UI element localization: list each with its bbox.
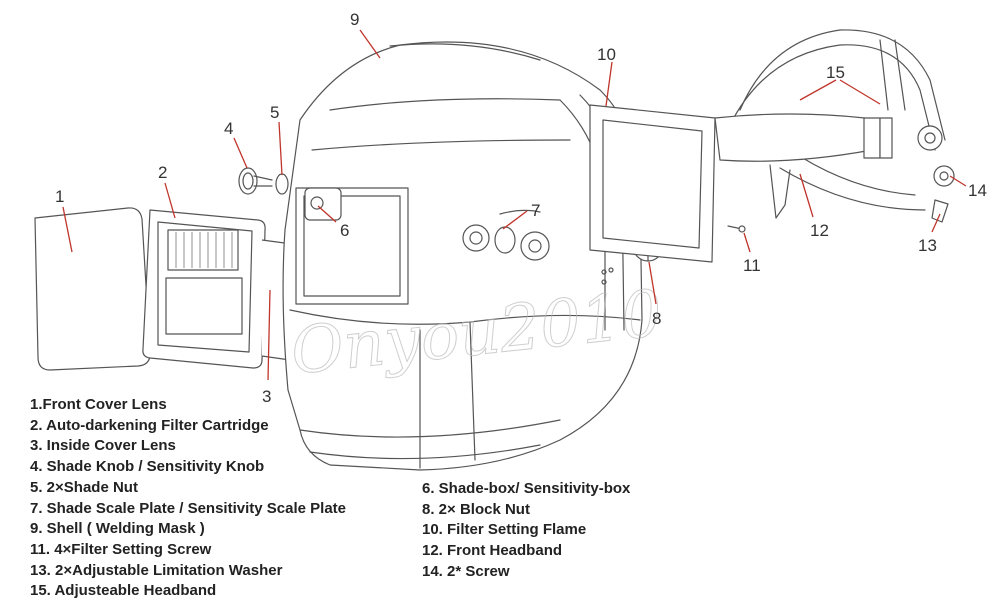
parts-legend-right: 6. Shade-box/ Sensitivity-box 8. 2× Bloc… <box>422 479 630 583</box>
headband-screw <box>917 125 955 187</box>
legend-item: 9. Shell ( Welding Mask ) <box>30 520 205 538</box>
leader-15a <box>799 79 837 101</box>
callout-9: 9 <box>350 10 359 29</box>
callout-6: 6 <box>340 221 349 240</box>
legend-item: 4. Shade Knob / Sensitivity Knob <box>30 458 265 476</box>
leader-4 <box>233 137 248 169</box>
leader-14 <box>949 175 967 187</box>
legend-item: 7. Shade Scale Plate / Sensitivity Scale… <box>30 499 346 517</box>
filter-setting-screw <box>727 225 746 233</box>
filter-cartridge <box>142 209 266 369</box>
legend-item: 6. Shade-box/ Sensitivity-box <box>422 480 631 497</box>
callout-3: 3 <box>262 387 271 406</box>
adjustable-headband <box>729 29 946 211</box>
legend-item: 15. Adjusteable Headband <box>30 582 217 600</box>
shade-scale-plate <box>494 226 516 254</box>
legend-item: 1.Front Cover Lens <box>30 396 167 413</box>
shade-knob <box>238 167 273 195</box>
leader-15b <box>839 79 881 105</box>
callout-14: 14 <box>968 181 987 200</box>
filter-setting-frame <box>589 104 716 263</box>
callout-numbers: 1 2 3 4 5 6 7 8 9 10 11 12 13 14 15 <box>55 10 987 406</box>
callout-12: 12 <box>810 221 829 240</box>
legend-item: 10. Filter Setting Flame <box>422 521 587 539</box>
leader-13 <box>931 213 941 233</box>
front-cover-lens <box>34 207 151 371</box>
leader-9 <box>359 29 381 59</box>
legend-item: 5. 2×Shade Nut <box>30 478 138 496</box>
legend-item: 8. 2× Block Nut <box>422 500 530 518</box>
leader-8 <box>648 261 657 305</box>
legend-item: 12. Front Headband <box>422 542 563 560</box>
callout-11: 11 <box>743 256 761 275</box>
leader-11 <box>743 232 751 253</box>
callout-7: 7 <box>531 201 540 220</box>
front-headband <box>714 113 893 219</box>
leader-3 <box>267 289 271 381</box>
callout-4: 4 <box>224 119 233 138</box>
leader-lines <box>62 29 967 381</box>
legend-item: 13. 2×Adjustable Limitation Washer <box>30 561 283 579</box>
leader-7 <box>502 210 528 230</box>
leader-2 <box>164 182 176 219</box>
limitation-washer <box>931 199 949 223</box>
legend-item: 3. Inside Cover Lens <box>30 437 176 455</box>
shade-nut <box>275 173 289 195</box>
leader-1 <box>62 206 73 253</box>
shade-box <box>304 187 342 221</box>
leader-5 <box>278 121 283 176</box>
leader-6 <box>317 205 337 223</box>
helmet-shell <box>282 41 643 471</box>
parts-legend-left: 1.Front Cover Lens 2. Auto-darkening Fil… <box>30 395 346 602</box>
leader-10 <box>605 61 613 107</box>
callout-15: 15 <box>826 63 845 82</box>
callout-13: 13 <box>918 236 937 255</box>
leader-12 <box>799 173 814 218</box>
legend-item: 11. 4×Filter Setting Screw <box>30 540 212 558</box>
legend-item: 14. 2* Screw <box>422 562 510 580</box>
callout-2: 2 <box>158 163 167 182</box>
callout-5: 5 <box>270 103 279 122</box>
callout-8: 8 <box>652 309 661 328</box>
callout-1: 1 <box>55 187 64 206</box>
callout-10: 10 <box>597 45 616 64</box>
legend-item: 2. Auto-darkening Filter Cartridge <box>30 416 269 434</box>
